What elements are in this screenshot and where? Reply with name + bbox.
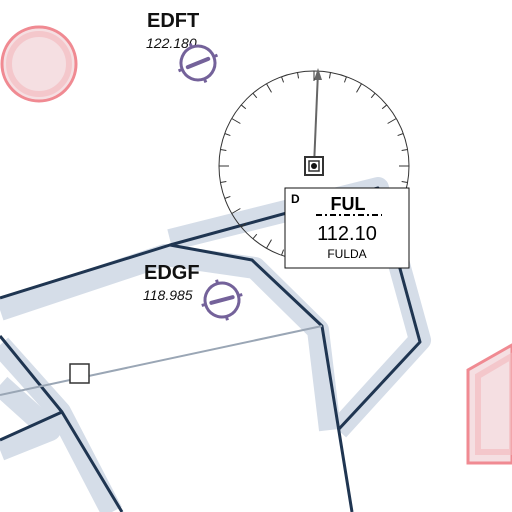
compass-tick: [381, 104, 388, 110]
compass-tick: [387, 118, 397, 124]
airport-edft[interactable]: EDFT 122.180: [146, 10, 225, 90]
compass-tick: [231, 208, 241, 214]
airport-icao: EDFT: [147, 10, 199, 32]
compass-tick: [240, 222, 247, 228]
compass-tick: [297, 72, 300, 79]
compass-tick: [328, 72, 331, 79]
compass-tick: [240, 104, 247, 110]
compass-tick: [266, 83, 272, 93]
airport-frequency: 118.985: [143, 287, 193, 303]
restricted-area-circle: [0, 25, 78, 103]
compass-tick: [281, 249, 285, 256]
vor-ident: FUL: [331, 194, 366, 214]
compass-tick: [281, 76, 285, 83]
airport-icon: [201, 279, 243, 321]
compass-tick: [220, 180, 227, 183]
compass-tick: [397, 133, 404, 137]
airport-edgf[interactable]: EDGF 118.985: [143, 262, 248, 326]
reporting-point-icon[interactable]: [69, 363, 90, 384]
compass-tick: [266, 239, 272, 249]
compass-tick: [224, 195, 231, 199]
compass-tick: [370, 92, 376, 99]
compass-tick: [231, 118, 241, 124]
airport-frequency: 122.180: [146, 35, 197, 51]
compass-tick: [252, 92, 258, 99]
vor-name: FULDA: [327, 247, 366, 261]
compass-tick: [252, 233, 258, 240]
compass-tick: [343, 76, 347, 83]
compass-tick: [356, 83, 362, 93]
compass-tick: [220, 149, 227, 152]
compass-tick: [224, 133, 231, 137]
route-line: [0, 325, 323, 396]
vor-frequency: 112.10: [317, 223, 377, 245]
compass-tick: [401, 180, 408, 183]
airport-icao: EDGF: [144, 262, 200, 284]
airport-icon: [177, 42, 219, 84]
vor-class-label: D: [291, 192, 300, 206]
compass-tick: [401, 149, 408, 152]
restricted-area-polygon: [466, 343, 512, 465]
vor-info-box[interactable]: D FUL 112.10 FULDA: [284, 187, 410, 269]
vor-dme-icon[interactable]: [304, 156, 324, 176]
